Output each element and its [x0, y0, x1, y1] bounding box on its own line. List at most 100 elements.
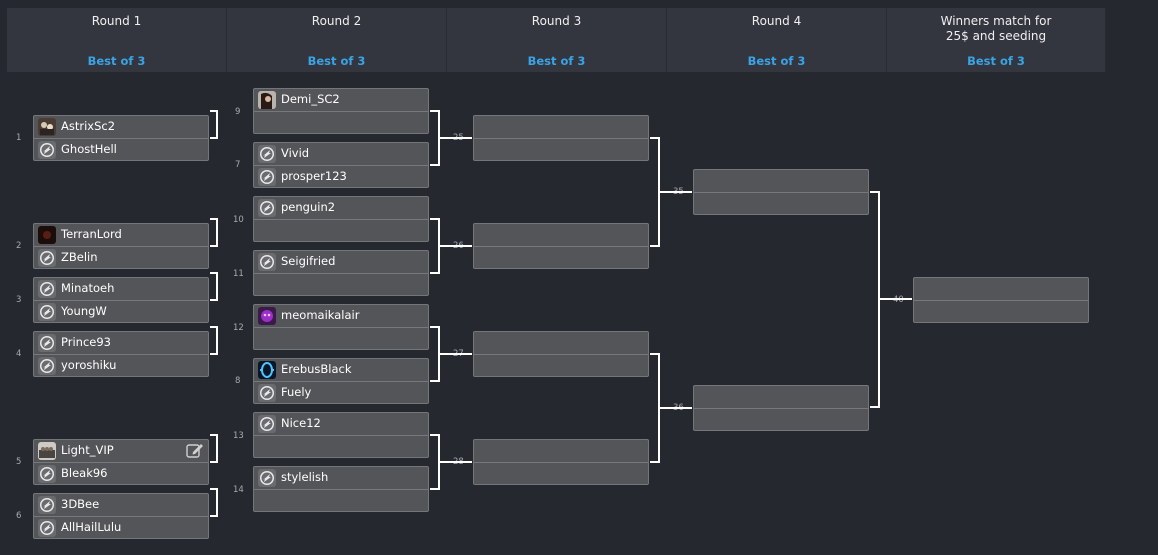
match-card[interactable]	[693, 169, 869, 215]
match-card[interactable]	[693, 385, 869, 431]
bracket-connector-stub	[880, 298, 912, 300]
avatar-image	[258, 384, 276, 402]
avatar-image	[38, 442, 56, 460]
match-card[interactable]	[913, 277, 1089, 323]
player-slot[interactable]	[474, 440, 648, 462]
match-divider	[474, 138, 648, 139]
avatar	[38, 118, 56, 136]
player-slot[interactable]	[914, 278, 1088, 300]
best-of-label[interactable]: Best of 3	[527, 54, 586, 68]
match-card[interactable]: Nice12	[253, 412, 429, 458]
bracket-connector	[210, 488, 218, 517]
player-slot[interactable]	[914, 301, 1088, 323]
player-slot[interactable]: YoungW	[34, 301, 208, 323]
match-card[interactable]	[473, 439, 649, 485]
player-slot[interactable]: Bleak96	[34, 463, 208, 485]
match-divider	[694, 408, 868, 409]
player-slot[interactable]	[694, 409, 868, 431]
player-slot[interactable]: Seigifried	[254, 251, 428, 273]
player-slot[interactable]	[474, 332, 648, 354]
avatar-image	[38, 496, 56, 514]
match-divider	[34, 138, 208, 139]
avatar-image	[258, 253, 276, 271]
player-slot[interactable]: Prince93	[34, 332, 208, 354]
player-slot[interactable]: stylelish	[254, 467, 428, 489]
match-number: 9	[235, 107, 241, 117]
player-name: Fuely	[281, 385, 312, 399]
bracket-connector	[650, 353, 660, 463]
match-divider	[254, 489, 428, 490]
player-slot[interactable]: Fuely	[254, 382, 428, 404]
player-slot[interactable]: Demi_SC2	[254, 89, 428, 111]
player-slot[interactable]: penguin2	[254, 197, 428, 219]
avatar-image	[258, 168, 276, 186]
player-slot[interactable]	[474, 355, 648, 377]
match-number: 10	[233, 215, 244, 225]
player-slot[interactable]	[474, 139, 648, 161]
player-slot[interactable]: AstrixSc2	[34, 116, 208, 138]
player-name: Minatoeh	[61, 281, 115, 295]
best-of-label[interactable]: Best of 3	[87, 54, 146, 68]
match-card[interactable]: stylelish	[253, 466, 429, 512]
player-slot[interactable]	[694, 193, 868, 215]
player-slot[interactable]	[474, 247, 648, 269]
avatar	[258, 91, 276, 109]
avatar-image	[38, 357, 56, 375]
match-card[interactable]: Light_VIP Bleak96	[33, 439, 209, 485]
player-name: Bleak96	[61, 466, 108, 480]
match-card[interactable]: Vivid prosper123	[253, 142, 429, 188]
best-of-label[interactable]: Best of 3	[307, 54, 366, 68]
player-slot[interactable]	[254, 220, 428, 242]
player-slot[interactable]: Light_VIP	[34, 440, 208, 462]
player-slot[interactable]: ZBelin	[34, 247, 208, 269]
match-card[interactable]: penguin2	[253, 196, 429, 242]
match-card[interactable]	[473, 331, 649, 377]
player-slot[interactable]	[474, 463, 648, 485]
match-card[interactable]: Seigifried	[253, 250, 429, 296]
player-slot[interactable]: 3DBee	[34, 494, 208, 516]
bracket-connector	[430, 326, 440, 382]
match-card[interactable]: Demi_SC2	[253, 88, 429, 134]
player-slot[interactable]	[474, 224, 648, 246]
match-number: 13	[233, 431, 244, 441]
player-name: Vivid	[281, 146, 310, 160]
player-slot[interactable]: Minatoeh	[34, 278, 208, 300]
avatar-image	[258, 415, 276, 433]
player-slot[interactable]: meomaikalair	[254, 305, 428, 327]
player-slot[interactable]: GhostHell	[34, 139, 208, 161]
default-avatar-icon	[38, 141, 56, 159]
bracket-connector	[210, 434, 218, 463]
player-slot[interactable]	[254, 112, 428, 134]
player-slot[interactable]: Vivid	[254, 143, 428, 165]
player-slot[interactable]: prosper123	[254, 166, 428, 188]
avatar-image	[258, 199, 276, 217]
player-slot[interactable]	[694, 386, 868, 408]
player-slot[interactable]	[254, 490, 428, 512]
best-of-label[interactable]: Best of 3	[747, 54, 806, 68]
match-card[interactable]: meomaikalair	[253, 304, 429, 350]
match-card[interactable]	[473, 115, 649, 161]
player-name: YoungW	[61, 304, 107, 318]
player-slot[interactable]: TerranLord	[34, 224, 208, 246]
player-slot[interactable]: yoroshiku	[34, 355, 208, 377]
best-of-label[interactable]: Best of 3	[967, 54, 1025, 68]
player-slot[interactable]	[694, 170, 868, 192]
player-slot[interactable]: AllHailLulu	[34, 517, 208, 539]
match-card[interactable]	[473, 223, 649, 269]
default-avatar-icon	[258, 469, 276, 487]
edit-icon[interactable]	[186, 442, 204, 459]
player-slot[interactable]: Nice12	[254, 413, 428, 435]
player-slot[interactable]	[254, 274, 428, 296]
player-slot[interactable]: ErebusBlack	[254, 359, 428, 381]
player-slot[interactable]	[254, 436, 428, 458]
player-slot[interactable]	[474, 116, 648, 138]
player-slot[interactable]	[254, 328, 428, 350]
bracket-connector-stub	[440, 245, 472, 247]
